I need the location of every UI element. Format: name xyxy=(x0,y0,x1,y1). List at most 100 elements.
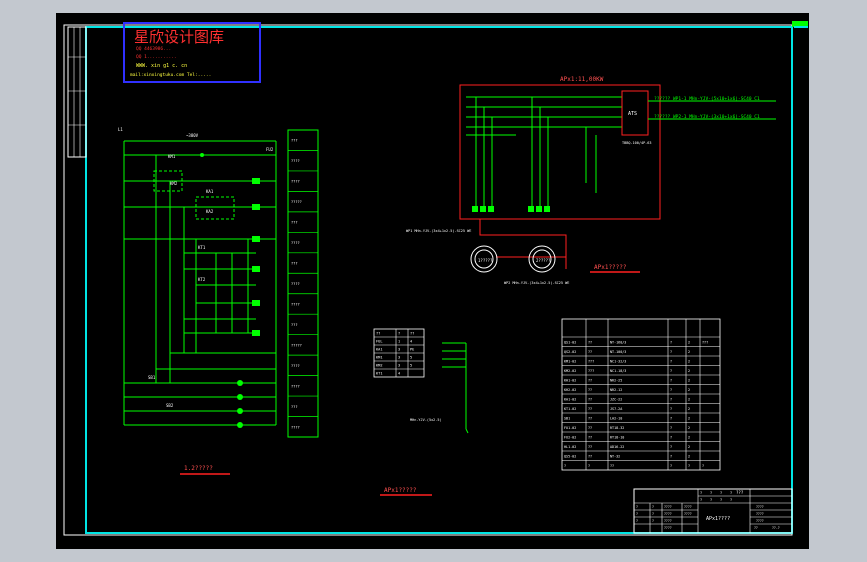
title-cell: ? xyxy=(720,491,722,495)
function-item: ??? xyxy=(291,221,298,225)
table-cell: ? xyxy=(670,445,672,449)
table-cell: ? xyxy=(670,407,672,411)
cable-note: WP2 MHn-YJV-(3x4+1x2.5)-SC25 WE xyxy=(504,281,569,285)
drawing-canvas[interactable]: 星欣设计图库 QQ 4463986... QQ 1........... WWW… xyxy=(56,13,809,549)
control-circuit-caption: 1.2????? xyxy=(180,465,230,475)
table-cell: PE xyxy=(410,348,414,352)
motor-label: 2????? xyxy=(536,258,551,263)
table-footer-cell: ? xyxy=(670,464,672,468)
table-cell: HL1-02 xyxy=(564,445,576,449)
table-cell: ?? xyxy=(588,350,592,354)
table-cell: NT-32 xyxy=(610,455,620,459)
table-header: ? xyxy=(398,332,400,336)
table-cell: ?? xyxy=(588,445,592,449)
table-cell: ?? xyxy=(588,455,592,459)
control-circuit xyxy=(123,140,277,428)
drawing-name: APx1???? xyxy=(706,516,730,522)
sign-cell: ???? xyxy=(664,526,672,530)
sign-cell: ???? xyxy=(664,519,672,523)
table-cell: ?? xyxy=(588,388,592,392)
title-cell: ? xyxy=(652,505,654,509)
table-cell: ? xyxy=(670,379,672,383)
table-cell: ??? xyxy=(588,369,594,373)
table-cell: ?? xyxy=(588,436,592,440)
table-cell: 2 xyxy=(688,417,690,421)
table-cell: 5 xyxy=(410,364,412,368)
table-cell: AD16-22 xyxy=(610,445,624,449)
table-cell: 2 xyxy=(688,398,690,402)
table-cell: JZC-22 xyxy=(610,398,622,402)
table-cell: 2 xyxy=(688,388,690,392)
table-cell: 4 xyxy=(410,340,412,344)
sign-cell: ???? xyxy=(664,512,672,516)
table-cell: NR2-25 xyxy=(610,379,622,383)
table-cell: KT1 xyxy=(376,372,383,376)
table-cell: ?? xyxy=(588,341,592,345)
relay-label: KT1 xyxy=(198,245,206,250)
table-cell: 3 xyxy=(398,348,400,352)
title-cell: ? xyxy=(700,491,702,495)
table-footer-cell: ? xyxy=(702,464,704,468)
function-item: ??? xyxy=(291,405,298,409)
table-cell: NR2-12 xyxy=(610,388,622,392)
table-cell: ? xyxy=(670,360,672,364)
sign-cell: ???? xyxy=(684,505,692,509)
function-item: ???? xyxy=(291,241,300,245)
bom-table: QS1-02??NT-160/3?2???QS2-02??NT-100/3?2K… xyxy=(561,318,721,471)
sheet-cell: ??-? xyxy=(772,526,780,530)
title-cell: ? xyxy=(710,491,712,495)
table-header: ?? xyxy=(410,332,414,336)
title-block: ? ? ? ? ??? ? ? ? ? APx1???? ? ? ? ? ? ?… xyxy=(633,488,793,534)
title-cell: ? xyxy=(652,519,654,523)
bottom-caption: APx1????? xyxy=(380,487,432,496)
table-cell: FU1-02 xyxy=(564,426,576,430)
fuse-label: FU2 xyxy=(266,147,274,152)
table-border xyxy=(561,318,721,471)
relay-label: KM1 xyxy=(168,154,176,159)
table-cell: NT-100/3 xyxy=(610,350,626,354)
scale-cell: ?? xyxy=(754,526,758,530)
function-item: ???? xyxy=(291,364,300,368)
table-cell: ? xyxy=(670,417,672,421)
control-circuit-labels: ~380V L1 FU2 KM1 KM2 KA1 KA2 KT1 KT2 SB1… xyxy=(118,127,274,408)
table-cell: ? xyxy=(670,455,672,459)
relay-label: KM2 xyxy=(170,181,178,186)
table-cell: ??? xyxy=(702,341,708,345)
feeder-line: ?????? WP1-1 MHn-YJV-(5x10+1x6)-SC40 C1 xyxy=(654,96,760,102)
table-cell: KT1-02 xyxy=(564,407,576,411)
table-cell: FUL xyxy=(376,340,383,344)
table-cell: ? xyxy=(670,436,672,440)
cad-drawing-viewport[interactable]: 星欣设计图库 QQ 4463986... QQ 1........... WWW… xyxy=(56,13,809,549)
table-cell: NC1-32/3 xyxy=(610,360,626,364)
table-cell: QS1-02 xyxy=(564,341,576,345)
table-cell: 2 xyxy=(688,436,690,440)
table-cell: NC1-18/3 xyxy=(610,369,626,373)
function-item: ??? xyxy=(291,139,298,143)
relay-label: KA1 xyxy=(206,189,214,194)
table-cell: KA1-02 xyxy=(564,398,576,402)
table-cell: 2 xyxy=(688,379,690,383)
table-cell: ??? xyxy=(588,360,594,364)
caption-text: APx1????? xyxy=(384,487,417,494)
watermark-title: 星欣设计图库 xyxy=(134,28,224,46)
table-cell: 2 xyxy=(688,360,690,364)
function-item: ???? xyxy=(291,180,300,184)
table-cell: 2 xyxy=(688,455,690,459)
info-cell: ???? xyxy=(756,505,764,509)
table-cell: ? xyxy=(670,426,672,430)
caption-text: 1.2????? xyxy=(184,465,213,472)
watermark-box: 星欣设计图库 QQ 4463986... QQ 1........... WWW… xyxy=(123,22,261,83)
table-cell: KM1-02 xyxy=(564,360,576,364)
function-item: ????? xyxy=(291,200,302,204)
table-cell: 2 xyxy=(688,407,690,411)
title-cell: ? xyxy=(720,498,722,502)
supply-label: ~380V xyxy=(186,133,199,138)
title-cell: ? xyxy=(710,498,712,502)
table-cell: KM2-02 xyxy=(564,369,576,373)
function-item: ???? xyxy=(291,282,300,286)
table-cell: 4 xyxy=(398,372,400,376)
ats-sub: TBBQ-100/4P-63 xyxy=(622,141,652,145)
title-cell: ? xyxy=(730,498,732,502)
